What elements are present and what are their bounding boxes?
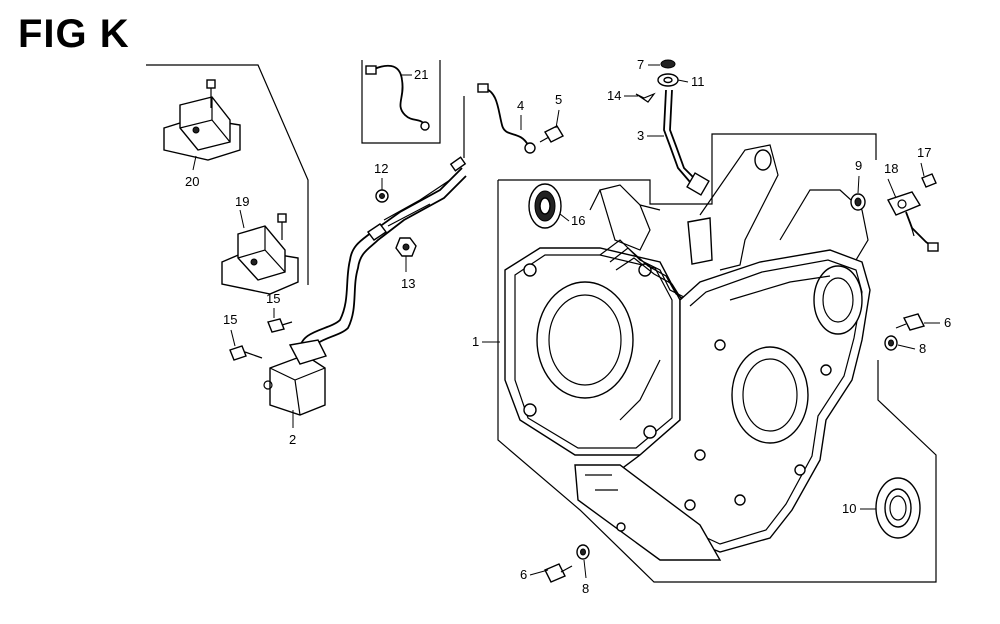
callout-19: 19 xyxy=(235,194,249,209)
callout-8: 8 xyxy=(582,581,589,596)
callout-5: 5 xyxy=(555,92,562,107)
callout-14: 14 xyxy=(607,88,621,103)
assembly-boundary xyxy=(146,64,937,583)
part-4-wire-harness xyxy=(463,83,564,158)
part-19-mount xyxy=(221,213,299,295)
part-9-plug xyxy=(850,193,866,211)
leader-lines xyxy=(192,64,940,579)
callout-1: 1 xyxy=(472,334,479,349)
part-21-sensor-cable xyxy=(361,60,441,144)
callout-15: 15 xyxy=(266,291,280,306)
part-2-oil-alert-switch xyxy=(263,156,467,416)
part-16-oil-seal xyxy=(528,183,562,229)
part-6-bolt-bottom xyxy=(544,544,590,583)
part-10-oil-seal xyxy=(875,477,921,539)
callout-17: 17 xyxy=(917,145,931,160)
callout-16: 16 xyxy=(571,213,585,228)
callout-7: 7 xyxy=(637,57,644,72)
callout-9: 9 xyxy=(855,158,862,173)
callout-20: 20 xyxy=(185,174,199,189)
part-20-mount xyxy=(163,79,241,161)
callout-6: 6 xyxy=(944,315,951,330)
callout-15: 15 xyxy=(223,312,237,327)
callout-3: 3 xyxy=(637,128,644,143)
part-6-bolt-right xyxy=(884,313,926,351)
part-3-dipstick xyxy=(635,59,710,196)
callout-21: 21 xyxy=(414,67,428,82)
part-1-crankcase xyxy=(504,144,871,561)
callout-8: 8 xyxy=(919,341,926,356)
callout-4: 4 xyxy=(517,98,524,113)
part-15-bolts xyxy=(229,318,293,361)
part-18-sensor xyxy=(886,173,939,252)
callout-13: 13 xyxy=(401,276,415,291)
callout-2: 2 xyxy=(289,432,296,447)
figure-title: FIG K xyxy=(18,12,130,56)
callout-18: 18 xyxy=(884,161,898,176)
part-12-13-fasteners xyxy=(375,189,417,257)
callout-11: 11 xyxy=(691,74,705,89)
callout-12: 12 xyxy=(374,161,388,176)
callout-10: 10 xyxy=(842,501,856,516)
callout-6: 6 xyxy=(520,567,527,582)
